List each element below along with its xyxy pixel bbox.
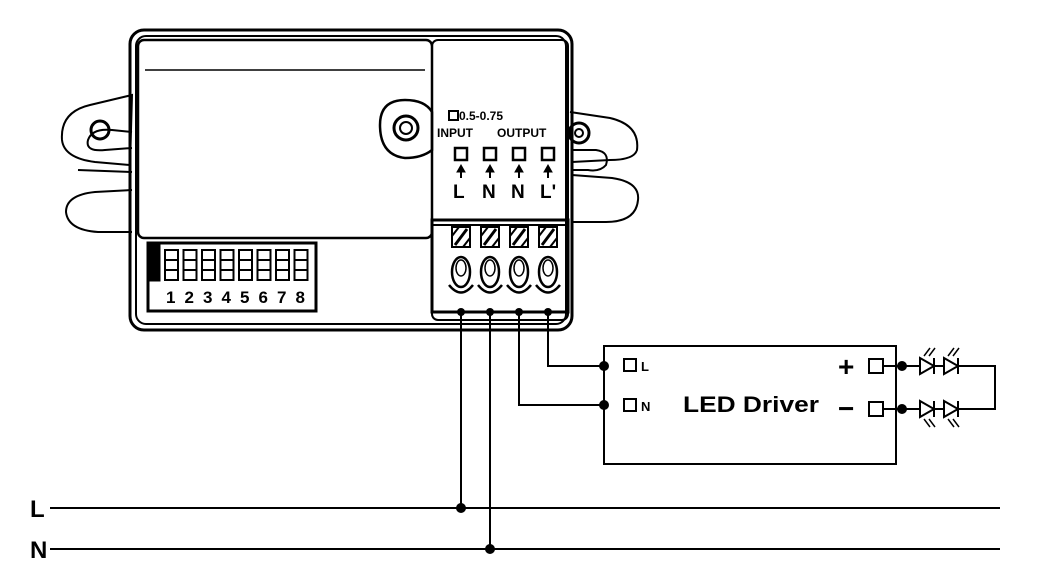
wire-output-l: [547, 312, 604, 367]
dip-switch-block: [146, 241, 318, 313]
wiring: [50, 312, 1000, 550]
mains-label-l: L: [30, 496, 45, 523]
terminal-screw: [506, 226, 532, 294]
terminal-legend-item: L: [453, 146, 469, 203]
terminal-screws: [448, 226, 561, 294]
dip-switch-number: 3: [203, 288, 212, 307]
wire-gauge-square-icon: [448, 110, 459, 121]
dip-switch: 8: [293, 249, 309, 307]
driver-plus-label: +: [838, 351, 854, 382]
driver-minus-terminal-icon: [868, 401, 884, 417]
wire-gauge-label: 0.5-0.75: [459, 109, 503, 123]
led-driver: L N LED Driver + −: [603, 345, 897, 465]
dip-switch-number: 2: [185, 288, 194, 307]
junction-l: [456, 503, 466, 513]
led-diode-icon: [943, 347, 968, 376]
terminal-letter: L: [453, 182, 465, 203]
dip-switch-number: 4: [222, 288, 232, 307]
terminal-screw: [448, 226, 474, 294]
dip-switch: 5: [238, 249, 253, 307]
dip-switch-number: 1: [166, 288, 175, 307]
dip-switch-number: 5: [240, 288, 249, 307]
wire-output-n: [518, 312, 604, 406]
sensor-housing: [128, 28, 574, 332]
terminal-screw: [535, 226, 561, 294]
mains-label-n: N: [30, 537, 47, 564]
terminal-block: [430, 218, 570, 314]
mounting-ear-right: [567, 111, 640, 223]
led-diode-icon: [919, 347, 944, 376]
terminal-letter: N: [511, 182, 525, 203]
terminal-legend-item: L': [540, 146, 556, 203]
dip-switch: 7: [275, 249, 290, 307]
driver-minus-label: −: [838, 393, 854, 424]
driver-l-label: L: [641, 359, 649, 374]
output-label: OUTPUT: [497, 126, 547, 140]
led-diode-icon: [943, 399, 968, 428]
dip-switch: 1: [164, 249, 179, 307]
dip-switch-number: 7: [277, 288, 286, 307]
center-screw: [378, 98, 434, 160]
led-driver-title: LED Driver: [683, 392, 820, 417]
terminal-letter: N: [482, 182, 496, 203]
driver-n-label: N: [641, 399, 650, 414]
driver-n-terminal-icon: [623, 398, 637, 412]
dip-switch: 2: [182, 249, 198, 307]
mounting-ear-left: [60, 93, 134, 233]
dip-switch-number: 6: [259, 288, 268, 307]
terminal-legend-item: N: [511, 146, 527, 203]
sensor-module: [60, 28, 640, 332]
input-label: INPUT: [437, 126, 474, 140]
dip-switch: 6: [256, 249, 272, 307]
terminal-legend-item: N: [482, 146, 498, 203]
driver-l-terminal-icon: [623, 358, 637, 372]
dip-switch: 4: [219, 249, 235, 307]
dip-switch: 3: [201, 249, 216, 307]
driver-plus-terminal-icon: [868, 358, 884, 374]
led-string: [883, 361, 996, 414]
terminal-letter: L': [540, 182, 556, 203]
junction-n: [485, 544, 495, 554]
terminal-screw: [477, 226, 503, 294]
junction-dots: [456, 308, 609, 554]
led-driver-box: [603, 345, 897, 465]
led-diode-icon: [919, 399, 944, 428]
leds: [919, 347, 968, 428]
dip-switch-number: 8: [296, 288, 305, 307]
